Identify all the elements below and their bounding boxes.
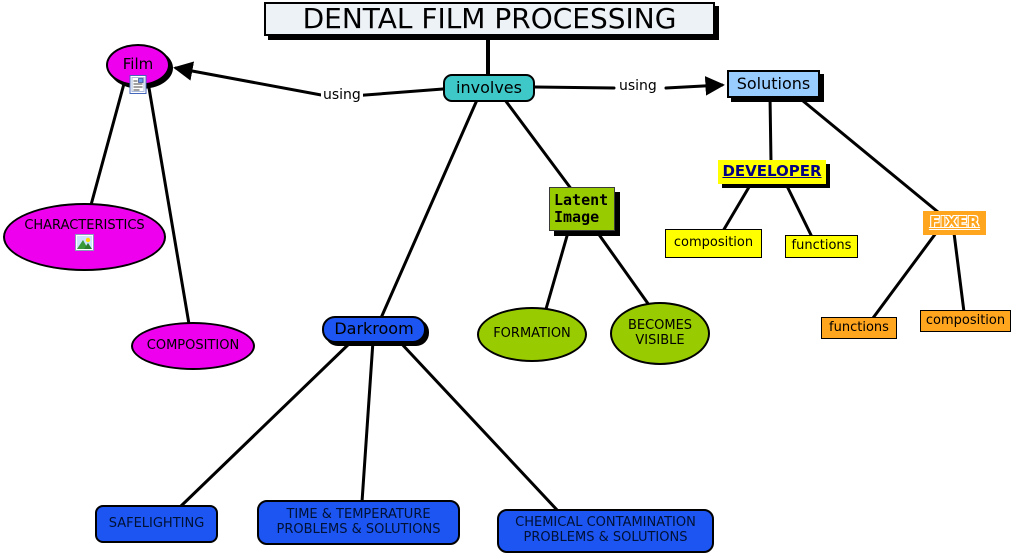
- node-chemical-contamination[interactable]: CHEMICAL CONTAMINATION PROBLEMS & SOLUTI…: [497, 509, 714, 553]
- link-label-using-right[interactable]: using: [617, 78, 659, 95]
- node-fixer-functions[interactable]: functions: [821, 317, 897, 339]
- link-involves-using-right: [533, 85, 616, 90]
- link-using-right-solutions: [664, 76, 725, 96]
- link-film-characteristics: [89, 78, 127, 207]
- link-developer-functions: [783, 180, 814, 239]
- link-darkroom-timetemp: [360, 339, 375, 504]
- link-fixer-composition: [952, 231, 966, 314]
- node-safelighting[interactable]: SAFELIGHTING: [95, 505, 218, 543]
- link-darkroom-chemical: [397, 339, 560, 513]
- node-film-label: Film: [122, 55, 154, 74]
- link-darkroom-safelighting: [178, 339, 354, 509]
- node-involves[interactable]: involves: [443, 74, 535, 102]
- node-solutions[interactable]: Solutions: [727, 70, 820, 98]
- link-label-using-left[interactable]: using: [321, 87, 363, 104]
- node-latent-image[interactable]: Latent Image: [549, 187, 615, 231]
- node-developer-functions[interactable]: functions: [785, 235, 858, 258]
- link-involves-darkroom: [379, 98, 479, 320]
- link-involves-using-left: [350, 87, 445, 98]
- link-film-composition: [146, 80, 191, 326]
- link-involves-latent: [503, 98, 574, 192]
- link-latent-becomes: [593, 227, 651, 307]
- link-latent-formation: [544, 227, 571, 311]
- node-characteristics-label: CHARACTERISTICS: [24, 217, 145, 233]
- link-solutions-developer: [768, 94, 773, 164]
- node-fixer-composition[interactable]: composition: [920, 310, 1011, 332]
- link-solutions-fixer: [795, 94, 940, 214]
- node-darkroom[interactable]: Darkroom: [322, 316, 426, 343]
- node-fixer[interactable]: FIXER: [923, 211, 986, 235]
- link-developer-composition: [721, 180, 754, 233]
- node-time-temperature[interactable]: TIME & TEMPERATURE PROBLEMS & SOLUTIONS: [257, 500, 460, 545]
- node-developer-composition[interactable]: composition: [665, 229, 762, 258]
- link-fixer-functions: [871, 231, 938, 320]
- link-using-left-film: [173, 61, 334, 99]
- node-film[interactable]: Film: [106, 44, 170, 94]
- node-developer[interactable]: DEVELOPER: [718, 160, 826, 184]
- node-title[interactable]: DENTAL FILM PROCESSING: [264, 2, 715, 36]
- node-film-composition[interactable]: COMPOSITION: [131, 322, 255, 370]
- document-icon[interactable]: [129, 75, 147, 98]
- node-characteristics[interactable]: CHARACTERISTICS: [3, 203, 166, 271]
- node-formation[interactable]: FORMATION: [477, 307, 587, 362]
- node-becomes-visible[interactable]: BECOMES VISIBLE: [610, 302, 710, 365]
- image-icon[interactable]: [75, 233, 94, 256]
